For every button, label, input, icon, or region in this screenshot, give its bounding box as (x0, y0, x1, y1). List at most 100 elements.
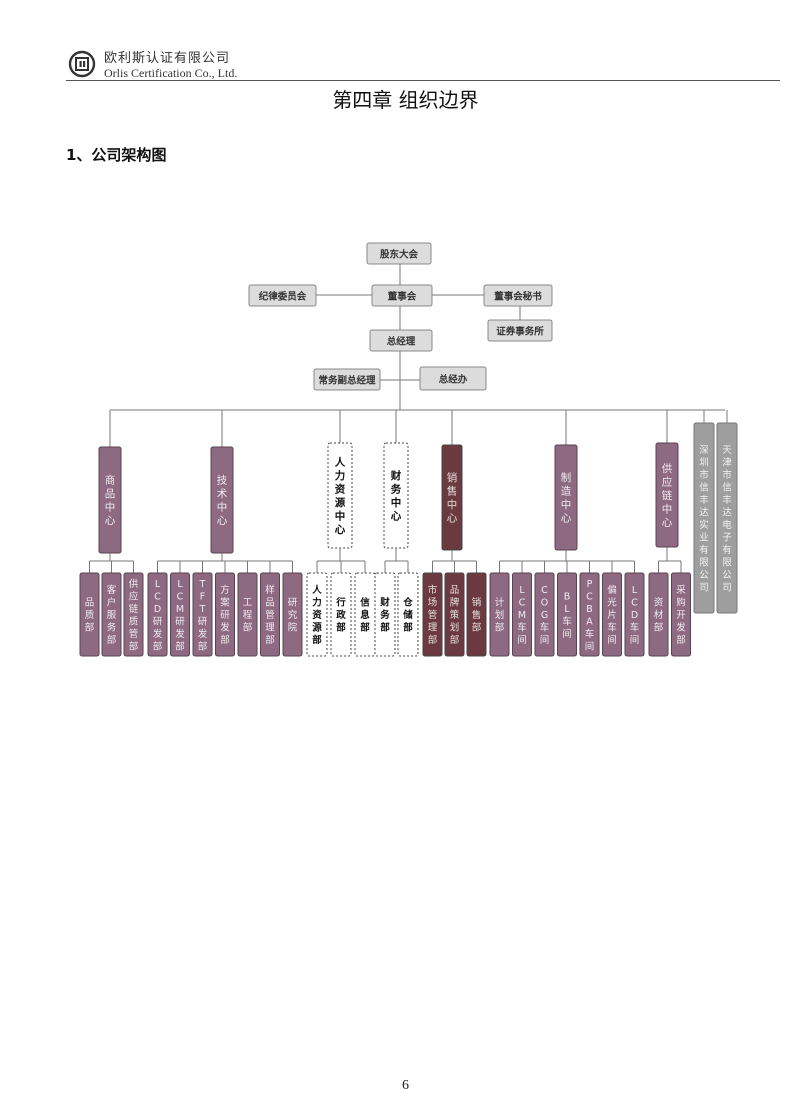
center-box (210, 446, 234, 554)
department-label: 息 (360, 609, 370, 621)
department-label: 间 (630, 634, 640, 646)
center-label: 技 (217, 474, 228, 487)
center-label: 资 (335, 483, 346, 496)
department-label: 间 (585, 640, 595, 652)
department-label: C (541, 585, 548, 596)
center-label: 链 (662, 489, 673, 502)
department-label: 品 (450, 585, 460, 596)
center-label: 丰 (699, 494, 709, 506)
center-label: 深 (699, 445, 709, 456)
department-node: 销售部 (466, 572, 487, 657)
department-label: 部 (380, 622, 390, 634)
department-label: 资 (654, 598, 664, 609)
department-label: T (199, 579, 206, 590)
department-label: L (564, 604, 570, 615)
center-label: 信 (699, 481, 709, 493)
department-label: O (541, 598, 548, 609)
department-label: B (564, 591, 571, 602)
center-label: 业 (699, 532, 709, 543)
center-label: 中 (217, 501, 228, 514)
department-label: M (176, 604, 184, 615)
center-label: 人 (335, 456, 346, 469)
center-label: 市 (722, 469, 732, 481)
center-label: 心 (662, 517, 673, 529)
department-label: 采 (676, 585, 686, 596)
department-label: 应 (129, 590, 139, 602)
department-label: 部 (495, 622, 505, 634)
department-box (147, 572, 168, 657)
department-label: 力 (312, 597, 322, 609)
department-label: 发 (676, 622, 686, 634)
discipline-committee-label: 纪律委员会 (259, 291, 307, 303)
department-label: C (154, 591, 161, 602)
department-label: L (155, 579, 161, 590)
center-label: 津 (722, 457, 732, 468)
company-logo-icon (68, 50, 96, 78)
center-label: 心 (391, 511, 402, 523)
department-label: 部 (654, 622, 664, 634)
department-label: C (631, 598, 638, 609)
department-label: B (586, 604, 593, 615)
department-box (192, 572, 213, 657)
center-label: 供 (662, 462, 673, 475)
department-node: 品质部 (79, 572, 100, 657)
department-label: 客 (107, 584, 117, 596)
center-label: 中 (561, 498, 572, 511)
department-label: 车 (607, 622, 617, 634)
department-label: 质 (129, 615, 139, 627)
board-secretary-node: 董事会秘书 (483, 284, 553, 307)
department-label: 部 (403, 622, 413, 634)
department-node: 研究院 (282, 572, 303, 657)
department-box (397, 572, 419, 657)
department-label: 车 (562, 615, 572, 627)
center-label: 有 (699, 544, 709, 556)
department-box (79, 572, 100, 657)
center-label: 司 (699, 582, 709, 593)
shareholders-label: 股东大会 (380, 249, 419, 261)
department-label: L (519, 585, 525, 596)
center-label: 心 (335, 524, 346, 536)
department-box (648, 572, 669, 657)
center-box (554, 444, 578, 551)
department-label: 工 (243, 598, 253, 609)
center-label: 天 (722, 445, 732, 456)
department-label: D (154, 604, 161, 615)
gm-office-label: 总经办 (439, 374, 468, 386)
center-label: 品 (105, 488, 116, 500)
center-box (441, 444, 463, 551)
center-label: 商 (105, 474, 116, 487)
department-label: 间 (607, 634, 617, 646)
department-label: 计 (495, 597, 505, 609)
department-label: 研 (198, 616, 208, 627)
department-label: 间 (562, 628, 572, 640)
general-manager-node: 总经理 (369, 329, 433, 352)
company-name-en: Orlis Certification Co., Ltd. (104, 66, 238, 80)
department-label: 场 (428, 598, 438, 609)
department-label: F (200, 591, 205, 602)
department-label: 程 (243, 610, 253, 621)
center-label: 术 (217, 488, 228, 500)
department-label: 研 (220, 610, 230, 621)
center-label: 公 (722, 570, 732, 581)
department-label: 品 (85, 598, 95, 609)
department-label: 务 (107, 622, 117, 634)
department-label: 仓 (402, 597, 413, 609)
department-box (260, 572, 280, 657)
center-label: 中 (105, 501, 116, 514)
department-label: 服 (107, 610, 117, 621)
center-label: 售 (447, 485, 458, 498)
department-label: 划 (450, 622, 460, 634)
department-label: 管 (129, 628, 139, 640)
center-label: 应 (662, 475, 673, 488)
department-label: 划 (495, 609, 505, 621)
department-box (422, 572, 443, 657)
